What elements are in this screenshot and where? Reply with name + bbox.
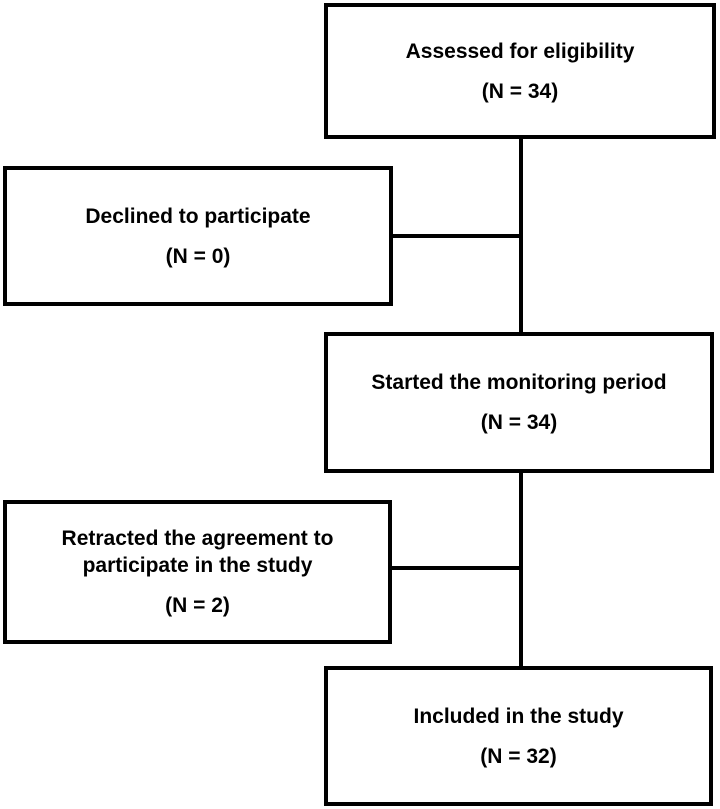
flow-node-declined: Declined to participate (N = 0) [3,166,393,306]
flow-node-included: Included in the study (N = 32) [324,666,713,806]
node-count: (N = 34) [481,79,559,103]
node-count: (N = 2) [165,594,230,617]
flow-node-assessed: Assessed for eligibility (N = 34) [324,3,716,139]
node-label: Assessed for eligibility [405,39,635,63]
node-label: Started the monitoring period [371,371,667,394]
flow-node-retracted: Retracted the agreement to participate i… [3,500,392,644]
node-label: Declined to participate [85,204,311,228]
node-count: (N = 34) [480,411,558,434]
node-count: (N = 0) [165,244,231,268]
node-label: Included in the study [413,704,624,728]
connector-assessed-to-started [519,137,523,334]
connector-started-to-included [519,471,523,668]
connector-declined-branch [391,234,521,238]
connector-retracted-branch [390,566,521,570]
node-count: (N = 32) [480,744,557,768]
flow-node-started: Started the monitoring period (N = 34) [324,332,714,473]
node-label: Retracted the agreement to participate i… [61,527,334,577]
